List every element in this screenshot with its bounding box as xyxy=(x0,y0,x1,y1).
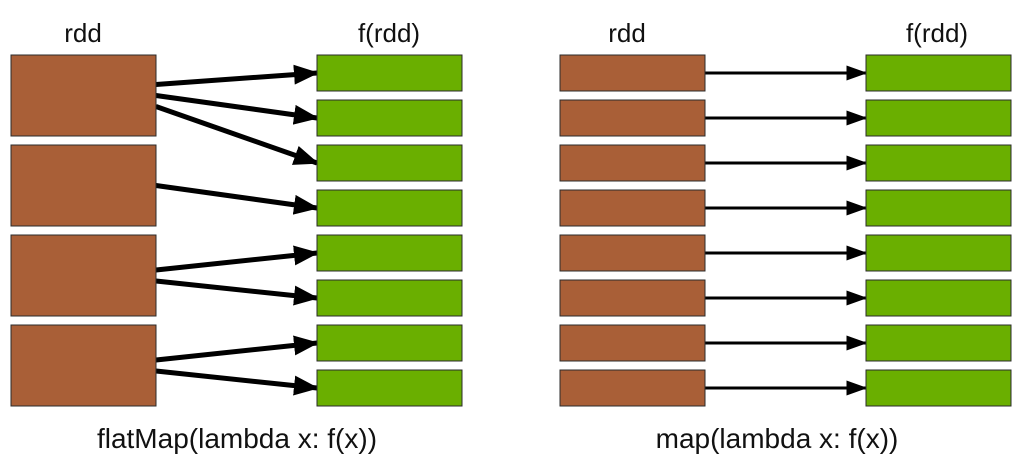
flatmap-result-label: f(rdd) xyxy=(358,18,420,48)
flatmap-input-partition-3 xyxy=(10,234,157,317)
map-rdd-label: rdd xyxy=(608,18,646,48)
flatmap-input-partition-4 xyxy=(10,324,157,407)
flatmap-arrow-1-to-2 xyxy=(155,93,319,125)
map-input-element-1 xyxy=(559,54,706,92)
map-output-element-8 xyxy=(865,369,1012,407)
flatmap-arrow-3-to-6 xyxy=(155,278,319,306)
map-output-element-4 xyxy=(865,189,1012,227)
flatmap-panel: rdd f(rdd) flatMap(lambda x: f(x)) xyxy=(10,18,463,454)
flatmap-input-partitions xyxy=(10,54,157,407)
map-caption: map(lambda x: f(x)) xyxy=(656,423,899,454)
map-output-elements xyxy=(865,54,1012,407)
flatmap-arrow-2-to-4 xyxy=(155,183,319,215)
map-input-element-4 xyxy=(559,189,706,227)
flatmap-output-element-5 xyxy=(316,234,463,272)
flatmap-arrow-4-to-8 xyxy=(155,368,319,396)
map-output-element-5 xyxy=(865,234,1012,272)
flatmap-output-elements xyxy=(316,54,463,407)
map-input-element-5 xyxy=(559,234,706,272)
map-input-element-7 xyxy=(559,324,706,362)
flatmap-rdd-label: rdd xyxy=(64,18,102,48)
map-arrows xyxy=(705,65,868,396)
flatmap-output-element-8 xyxy=(316,369,463,407)
flatmap-output-element-6 xyxy=(316,279,463,317)
map-panel: rdd f(rdd) map(lambda x: f(x)) xyxy=(559,18,1012,454)
flatmap-arrow-1-to-1 xyxy=(155,64,319,87)
map-input-elements xyxy=(559,54,706,407)
map-output-element-6 xyxy=(865,279,1012,317)
flatmap-input-partition-1 xyxy=(10,54,157,137)
map-output-element-1 xyxy=(865,54,1012,92)
map-input-element-2 xyxy=(559,99,706,137)
flatmap-arrows xyxy=(155,64,319,396)
flatmap-output-element-7 xyxy=(316,324,463,362)
flatmap-caption: flatMap(lambda x: f(x)) xyxy=(97,423,377,454)
flatmap-output-element-1 xyxy=(316,54,463,92)
map-input-element-6 xyxy=(559,279,706,317)
map-input-element-8 xyxy=(559,369,706,407)
map-output-element-2 xyxy=(865,99,1012,137)
map-input-element-3 xyxy=(559,144,706,182)
flatmap-arrow-1-to-3 xyxy=(155,104,319,166)
map-output-element-7 xyxy=(865,324,1012,362)
map-output-element-3 xyxy=(865,144,1012,182)
flatmap-output-element-3 xyxy=(316,144,463,182)
map-result-label: f(rdd) xyxy=(906,18,968,48)
flatmap-input-partition-2 xyxy=(10,144,157,227)
flatmap-arrow-4-to-7 xyxy=(155,335,319,363)
flatmap-arrow-3-to-5 xyxy=(155,245,319,273)
flatmap-output-element-4 xyxy=(316,189,463,227)
flatmap-output-element-2 xyxy=(316,99,463,137)
